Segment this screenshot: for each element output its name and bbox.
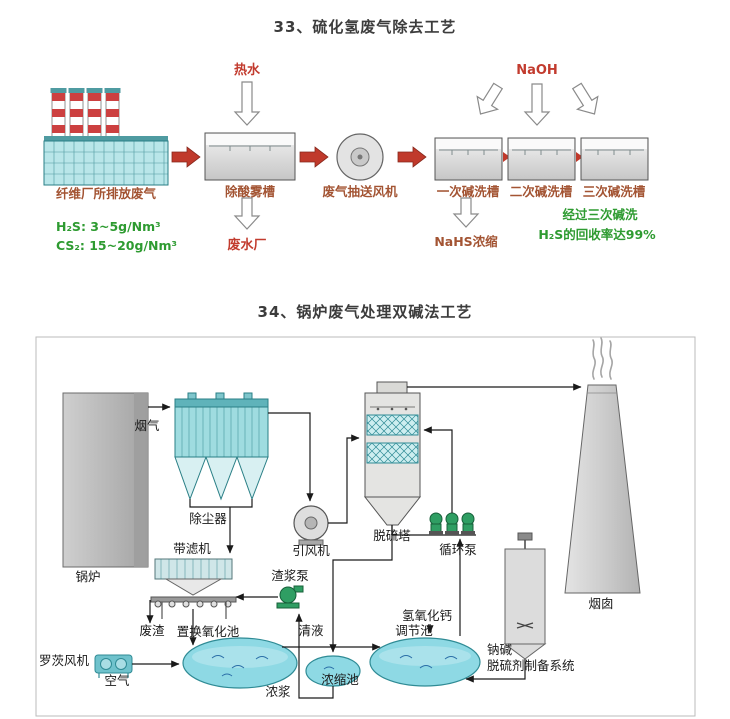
small-flow-arrow-icon: [576, 152, 583, 162]
clear-liquid-label: 清液: [298, 623, 324, 638]
agitator-icon: [516, 622, 534, 629]
nahs-arrow-icon: [452, 197, 480, 228]
alkali-tank-3: [580, 137, 649, 181]
calcium-hydroxide-label: 氢氧化钙: [402, 608, 452, 623]
pump-discharge-pipe: [423, 426, 453, 513]
factory-chimney-icon: [50, 88, 121, 142]
naoh-arrow-icon: [523, 83, 551, 126]
desulfur-tower-icon: [363, 381, 422, 526]
recovery-note-line2: H₂S的回收率达99%: [538, 227, 656, 242]
slag-pump-icon: [276, 585, 304, 609]
belt-filter-label: 带滤机: [173, 541, 211, 556]
oxidation-pool-label: 置换氧化池: [177, 624, 240, 639]
id-fan-icon: [293, 505, 329, 546]
slag-pump-label: 渣浆泵: [271, 568, 309, 583]
recovery-note-line1: 经过三次碱洗: [562, 207, 638, 222]
roots-blower-label: 罗茨风机: [39, 653, 90, 668]
tower-drain-pipe: [329, 525, 393, 653]
h2s-process-diagram: 纤维厂所排放废气 H₂S: 3~5g/Nm³ CS₂: 15~20g/Nm³ 热…: [43, 62, 656, 253]
factory-label: 纤维厂所排放废气: [56, 186, 157, 201]
naoh-arrow-icon: [476, 82, 504, 115]
circulation-pump-label: 循环泵: [439, 542, 477, 557]
diagram2-title: 34、锅炉废气处理双碱法工艺: [257, 303, 473, 321]
acid-tank-label: 除酸雾槽: [225, 184, 276, 199]
naoh-feed-pipe: [465, 659, 526, 683]
diagram1-title: 33、硫化氢废气除去工艺: [273, 18, 457, 36]
soda-alkali-label: 钠碱: [487, 642, 513, 657]
wastewater-plant-label: 废水厂: [227, 237, 266, 253]
fan-label: 废气抽送风机: [322, 184, 398, 199]
id-fan-label: 引风机: [292, 543, 330, 558]
naoh-label: NaOH: [516, 63, 558, 78]
flow-arrow-icon: [299, 146, 329, 168]
gas-fan-icon: [336, 133, 384, 181]
belt-filter-icon: [150, 558, 237, 619]
factory-icon: [43, 88, 169, 186]
alkali-tank-2-label: 二次碱洗槽: [510, 184, 573, 199]
circulation-pump-icon: [429, 512, 475, 535]
nahs-label: NaHS浓缩: [434, 234, 498, 249]
cs2-value: CS₂: 15~20g/Nm³: [56, 238, 177, 253]
prep-tank-icon: [503, 532, 547, 660]
roots-blower-icon: [94, 654, 133, 678]
boiler-icon: [62, 392, 149, 568]
alkali-tank-1-label: 一次碱洗槽: [437, 184, 500, 199]
naoh-arrow-icon: [571, 82, 599, 115]
thick-slurry-pipe: [295, 613, 334, 699]
air-label: 空气: [104, 673, 130, 688]
boiler-label: 锅炉: [75, 569, 100, 584]
factory-roof: [44, 136, 168, 141]
dust-collector-label: 除尘器: [189, 511, 227, 526]
flow-arrow-icon: [171, 146, 201, 168]
smoke-icon: [592, 337, 613, 380]
h2s-value: H₂S: 3~5g/Nm³: [56, 219, 161, 234]
acid-mist-tank: [204, 132, 296, 181]
regulating-pool-icon: [369, 637, 481, 687]
hot-water-label: 热水: [234, 62, 261, 78]
alkali-tank-2: [507, 137, 576, 181]
thick-slurry-label: 浓浆: [265, 684, 291, 699]
concentration-pool-label: 浓缩池: [321, 672, 359, 687]
small-flow-arrow-icon: [503, 152, 510, 162]
chimney-icon: [564, 337, 641, 594]
flue-gas-label: 烟气: [134, 418, 160, 433]
boiler-double-alkali-diagram: 锅炉 烟气 除尘器 引风机: [35, 336, 696, 717]
alkali-tank-1: [434, 137, 503, 181]
chimney-label: 烟囱: [588, 596, 613, 611]
fan-to-tower-duct: [328, 434, 360, 524]
ash-collector-pipe: [189, 499, 253, 508]
prep-system-label: 脱硫剂制备系统: [487, 658, 575, 673]
esp-to-fan-duct: [268, 412, 314, 502]
regulating-pool-label: 调节池: [395, 623, 433, 638]
flow-arrow-icon: [397, 146, 427, 168]
waste-residue-label: 废渣: [139, 623, 165, 638]
to-wastewater-arrow-icon: [233, 197, 261, 230]
oxidation-pool-icon: [182, 637, 298, 689]
hot-water-arrow-icon: [233, 81, 261, 126]
alkali-tank-3-label: 三次碱洗槽: [583, 184, 646, 199]
dust-collector-icon: [174, 392, 269, 501]
